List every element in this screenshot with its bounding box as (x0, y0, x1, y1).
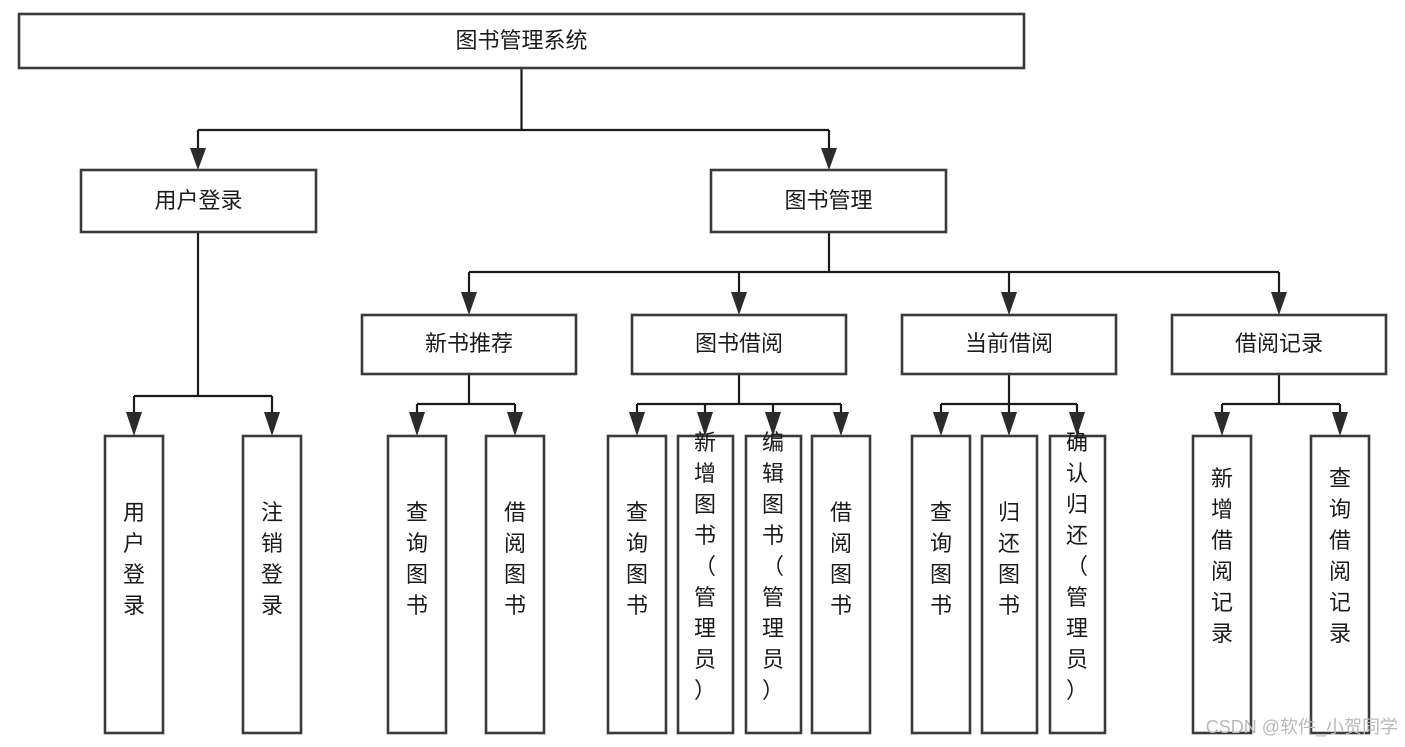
node-leaf-query-record[interactable]: 查询借阅记录 (1309, 434, 1371, 735)
node-leaf-user-login-box[interactable] (103, 434, 165, 735)
node-book-borrow-box[interactable] (630, 313, 848, 376)
node-leaf-borrow-book-2[interactable]: 借阅图书 (810, 434, 872, 735)
node-leaf-query-record-box[interactable] (1309, 434, 1371, 735)
node-leaf-user-logout[interactable]: 注销登录 (241, 434, 303, 735)
node-leaf-borrow-book-1-label: 借阅图书 (504, 500, 526, 618)
arrow-head-leaf-return-book (1001, 412, 1017, 436)
node-book-borrow[interactable]: 图书借阅 (630, 313, 848, 376)
node-leaf-query-book-2-label: 查询图书 (626, 500, 648, 618)
node-leaf-edit-book-box[interactable] (744, 434, 803, 735)
node-root-box[interactable] (17, 12, 1026, 70)
node-leaf-query-book-1-label: 查询图书 (406, 500, 428, 618)
connector-group-root (190, 68, 837, 170)
node-leaf-add-book-label: 新增图书（管理员） (694, 430, 716, 703)
node-leaf-user-logout-box[interactable] (241, 434, 303, 735)
node-leaf-borrow-book-2-label: 借阅图书 (830, 500, 852, 618)
node-book-management-label: 图书管理 (784, 188, 872, 213)
node-leaf-add-record-box[interactable] (1191, 434, 1253, 735)
node-leaf-confirm-return[interactable]: 确认归还（管理员） (1048, 430, 1107, 735)
node-leaf-return-book[interactable]: 归还图书 (980, 434, 1039, 735)
node-current-borrow-box[interactable] (900, 313, 1118, 376)
arrow-head-borrow-record (1271, 292, 1287, 315)
connector-group-book-management (461, 232, 1287, 315)
arrow-head-leaf-query-record (1332, 412, 1348, 436)
node-leaf-user-logout-label: 注销登录 (261, 500, 283, 618)
node-book-management[interactable]: 图书管理 (709, 168, 948, 234)
connector-group-user-login (126, 232, 280, 436)
arrow-head-leaf-add-record (1214, 412, 1230, 436)
arrow-head-current-borrow (1001, 292, 1017, 315)
node-leaf-query-book-1-box[interactable] (386, 434, 448, 735)
node-leaf-query-book-3-label: 查询图书 (930, 500, 952, 618)
node-leaf-user-login-label: 用户登录 (123, 500, 145, 618)
arrow-head-book-borrow (731, 292, 747, 315)
connector-group-book-borrow (629, 374, 849, 436)
node-new-book-recommend-label: 新书推荐 (425, 331, 513, 356)
node-leaf-add-record-label: 新增借阅记录 (1211, 466, 1233, 646)
node-leaf-add-book[interactable]: 新增图书（管理员） (676, 430, 735, 735)
node-root-label: 图书管理系统 (455, 28, 587, 53)
node-leaf-query-book-2[interactable]: 查询图书 (606, 434, 668, 735)
arrow-head-leaf-borrow-book-2 (833, 412, 849, 436)
node-book-borrow-label: 图书借阅 (695, 331, 783, 356)
node-root[interactable]: 图书管理系统 (17, 12, 1026, 70)
node-leaf-confirm-return-label: 确认归还（管理员） (1066, 430, 1088, 703)
node-leaf-confirm-return-box[interactable] (1048, 434, 1107, 735)
csdn-watermark: CSDN @软件_小贺同学 (1206, 717, 1398, 738)
node-leaf-edit-book-label: 编辑图书（管理员） (762, 430, 784, 703)
node-leaf-query-book-2-box[interactable] (606, 434, 668, 735)
connector-group-new-book-recommend (409, 374, 523, 436)
node-user-login-box[interactable] (79, 168, 318, 234)
node-user-login[interactable]: 用户登录 (79, 168, 318, 234)
node-leaf-borrow-book-1[interactable]: 借阅图书 (484, 434, 546, 735)
node-new-book-recommend[interactable]: 新书推荐 (360, 313, 578, 376)
node-leaf-query-book-3[interactable]: 查询图书 (910, 434, 972, 735)
node-leaf-borrow-book-1-box[interactable] (484, 434, 546, 735)
arrow-head-book-management (821, 148, 837, 170)
node-current-borrow[interactable]: 当前借阅 (900, 313, 1118, 376)
arrow-head-leaf-query-book-2 (629, 412, 645, 436)
arrow-head-leaf-confirm-return (1069, 412, 1085, 436)
node-leaf-return-book-label: 归还图书 (998, 500, 1020, 618)
connector-group-borrow-record (1214, 374, 1348, 436)
node-leaf-user-login[interactable]: 用户登录 (103, 434, 165, 735)
arrow-head-leaf-user-logout (264, 412, 280, 436)
node-borrow-record-box[interactable] (1170, 313, 1388, 376)
node-leaf-add-record[interactable]: 新增借阅记录 (1191, 434, 1253, 735)
node-leaf-borrow-book-2-box[interactable] (810, 434, 872, 735)
node-leaf-add-book-box[interactable] (676, 434, 735, 735)
arrow-head-new-book-recommend (461, 292, 477, 315)
node-book-management-box[interactable] (709, 168, 948, 234)
node-leaf-query-book-3-box[interactable] (910, 434, 972, 735)
node-user-login-label: 用户登录 (154, 188, 242, 213)
arrow-head-leaf-borrow-book-1 (507, 412, 523, 436)
arrow-head-leaf-user-login (126, 412, 142, 436)
node-leaf-query-record-label: 查询借阅记录 (1329, 466, 1351, 646)
node-leaf-edit-book[interactable]: 编辑图书（管理员） (744, 430, 803, 735)
node-new-book-recommend-box[interactable] (360, 313, 578, 376)
arrow-head-leaf-edit-book (765, 412, 781, 436)
node-leaf-query-book-1[interactable]: 查询图书 (386, 434, 448, 735)
arrow-head-user-login (190, 148, 206, 170)
node-borrow-record[interactable]: 借阅记录 (1170, 313, 1388, 376)
node-leaf-return-book-box[interactable] (980, 434, 1039, 735)
arrow-head-leaf-query-book-3 (933, 412, 949, 436)
arrow-head-leaf-add-book (697, 412, 713, 436)
node-borrow-record-label: 借阅记录 (1235, 331, 1323, 356)
arrow-head-leaf-query-book-1 (409, 412, 425, 436)
connector-group-current-borrow (933, 374, 1085, 436)
node-current-borrow-label: 当前借阅 (965, 331, 1053, 356)
